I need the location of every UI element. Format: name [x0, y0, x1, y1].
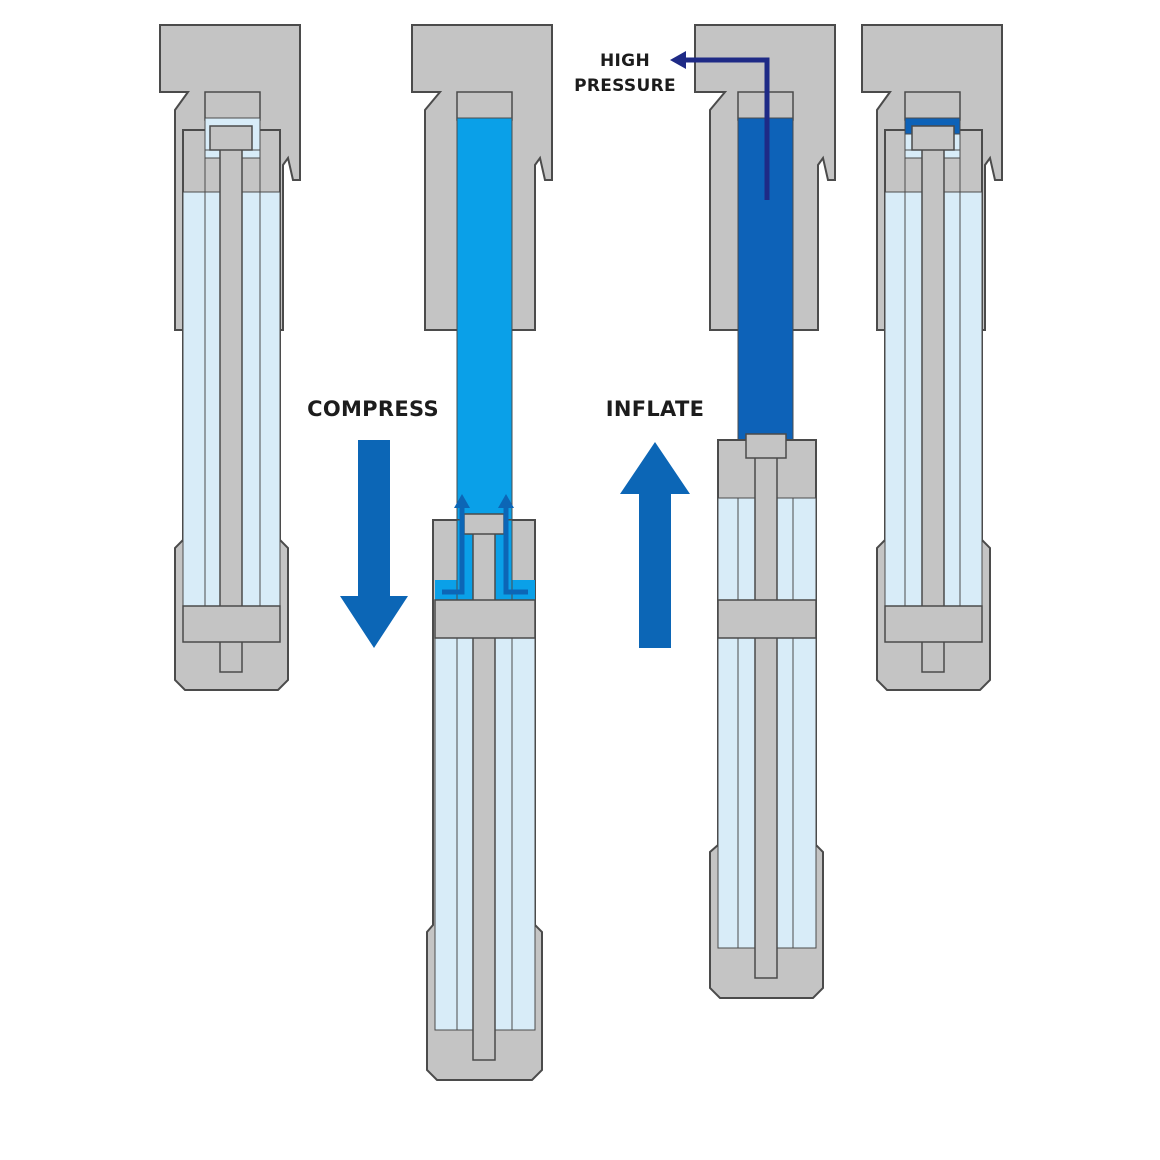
base-plug: [717, 599, 817, 639]
base-plug: [182, 605, 281, 643]
head-bore: [456, 91, 513, 121]
airflow-arrow-left-head: [454, 494, 470, 508]
base-plug: [434, 599, 536, 639]
piston-rod: [219, 129, 243, 673]
compress-label: COMPRESS: [307, 397, 439, 421]
head-bore: [204, 91, 261, 121]
piston-rod: [921, 129, 945, 673]
piston-head: [463, 513, 505, 535]
head-bore: [904, 91, 961, 121]
pump-inflating: [670, 24, 836, 999]
piston-head: [911, 125, 955, 151]
high-pressure-label-line1: HIGH: [600, 51, 650, 71]
airflow-arrow-left: [442, 506, 465, 595]
arrow-up-icon: [620, 442, 690, 648]
inflate-label: INFLATE: [606, 397, 705, 421]
airflow-arrow-right-head: [498, 494, 514, 508]
pump-resting-left: [159, 24, 301, 691]
high-pressure-arrowhead: [670, 51, 686, 69]
arrow-down-icon: [340, 440, 408, 648]
piston-rod: [754, 439, 778, 979]
elbow-arrow-left-icon: [684, 57, 770, 200]
piston-head: [209, 125, 253, 151]
high-pressure-label-line2: PRESSURE: [574, 76, 676, 96]
base-plug: [884, 605, 983, 643]
pump-resting-right: [861, 24, 1003, 691]
piston-head: [745, 433, 787, 459]
pump-compressing: [411, 24, 553, 1081]
airflow-arrow-right: [503, 506, 528, 595]
